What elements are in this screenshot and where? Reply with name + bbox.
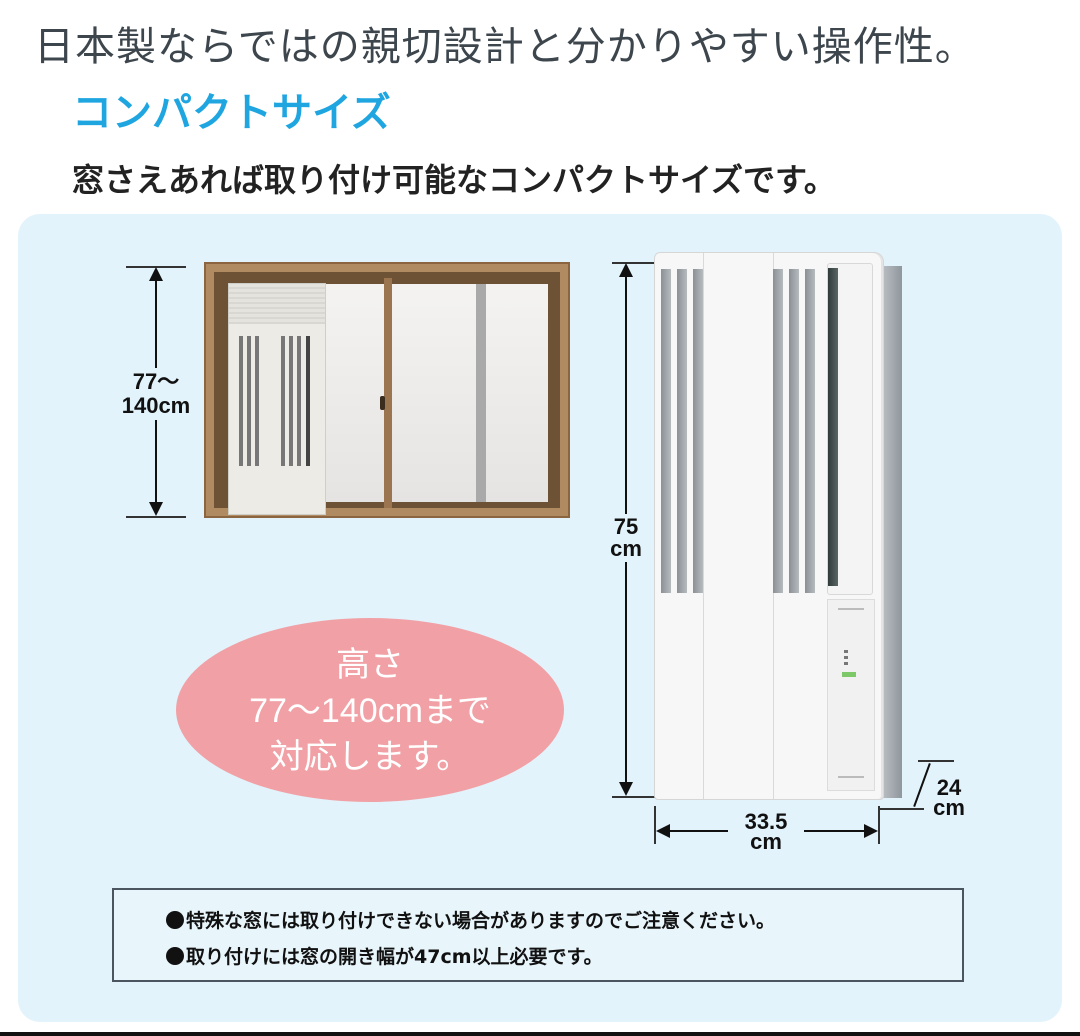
- note-item: 取り付けには窓の開き幅が47cm以上必要です。: [166, 942, 603, 969]
- ac-vent: [677, 269, 687, 593]
- window-glass: [322, 284, 384, 502]
- bubble-text: 高さ 77～140cmまで 対応します。: [176, 642, 564, 780]
- ac-control-text: [838, 608, 864, 610]
- bubble-line-3: 対応します。: [269, 738, 471, 776]
- ac-depth-label: 24 cm: [928, 775, 970, 820]
- note-item: 特殊な窓には取り付けできない場合がありますのでご注意ください。: [166, 906, 775, 933]
- ac-vent: [289, 336, 293, 466]
- bubble-line-1: 高さ: [336, 646, 404, 684]
- dimension-tick-right: [878, 806, 880, 844]
- ac-width-label: 33.5 cm: [728, 809, 804, 854]
- note-text: 特殊な窓には取り付けできない場合がありますのでご注意ください。: [186, 910, 776, 932]
- ac-control-panel: [827, 599, 875, 791]
- arrow-up-icon: [619, 263, 633, 277]
- ac-frame-top: [229, 284, 325, 324]
- bottom-border: [0, 1032, 1080, 1036]
- window-height-label-line1: 77～: [132, 369, 180, 394]
- dimension-tick-top: [918, 760, 954, 762]
- ac-height-label: 75 cm: [600, 514, 652, 562]
- ac-vent: [239, 336, 243, 466]
- ac-side-panel: [880, 266, 902, 798]
- ac-width-value: 33.5: [744, 809, 788, 834]
- ac-vent: [773, 269, 783, 593]
- ac-vent: [255, 336, 259, 466]
- bullet-icon: [166, 911, 184, 929]
- ac-depth-unit: cm: [933, 795, 965, 820]
- ac-vent: [297, 336, 301, 466]
- dimension-tick-bottom: [612, 796, 656, 798]
- ac-height-unit: cm: [610, 536, 642, 561]
- height-range-bubble: 高さ 77～140cmまで 対応します。: [176, 618, 564, 802]
- window-height-label: 77～ 140cm: [104, 368, 208, 420]
- ac-indicator-icon: [844, 662, 848, 665]
- ac-vent: [805, 269, 815, 593]
- arrow-down-icon: [149, 502, 163, 516]
- window-glass: [392, 284, 476, 502]
- bullet-icon: [166, 947, 184, 965]
- ac-vent: [661, 269, 671, 593]
- dimension-tick-top: [612, 262, 656, 264]
- ac-brand-logo: [838, 776, 864, 778]
- ac-panel-seam: [703, 253, 704, 799]
- window-latch-icon: [380, 396, 385, 410]
- note-text: 取り付けには窓の開き幅が47cm以上必要です。: [186, 946, 603, 968]
- ac-width-unit: cm: [750, 829, 782, 854]
- ac-front-panel: [654, 252, 884, 800]
- installed-ac-illustration: [228, 283, 326, 515]
- ac-vent: [789, 269, 799, 593]
- section-title: コンパクトサイズ: [72, 90, 391, 136]
- section-lead: 窓さえあれば取り付け可能なコンパクトサイズです。: [72, 161, 836, 199]
- ac-depth-value: 24: [936, 775, 962, 800]
- window-illustration: [204, 262, 570, 518]
- ac-display-indicator: [842, 672, 856, 677]
- arrow-up-icon: [149, 267, 163, 281]
- page-headline: 日本製ならではの親切設計と分かりやすい操作性。: [34, 24, 976, 70]
- arrow-left-icon: [656, 824, 670, 838]
- arrow-right-icon: [864, 824, 878, 838]
- ac-vent: [247, 336, 251, 466]
- dimension-tick-bottom: [880, 808, 924, 810]
- window-screen-edge: [476, 284, 486, 502]
- ac-vent: [693, 269, 703, 593]
- dimension-tick-bottom: [126, 516, 186, 518]
- window-sash: [384, 278, 392, 508]
- window-ac-unit-illustration: [654, 252, 902, 800]
- arrow-down-icon: [619, 782, 633, 796]
- ac-vent: [306, 336, 310, 466]
- bubble-line-2: 77～140cmまで: [249, 692, 491, 730]
- window-opening: [214, 272, 560, 515]
- window-height-label-line2: 140cm: [121, 393, 191, 418]
- window-glass: [486, 284, 548, 502]
- ac-height-value: 75: [613, 514, 639, 539]
- ac-indicator-icon: [844, 650, 848, 653]
- ac-vent: [281, 336, 285, 466]
- ac-indicator-icon: [844, 656, 848, 659]
- ac-exhaust-panel: [827, 263, 873, 595]
- dimension-tick-left: [654, 806, 656, 844]
- installation-notes-box: 特殊な窓には取り付けできない場合がありますのでご注意ください。 取り付けには窓の…: [112, 888, 964, 982]
- ac-vent: [828, 268, 838, 586]
